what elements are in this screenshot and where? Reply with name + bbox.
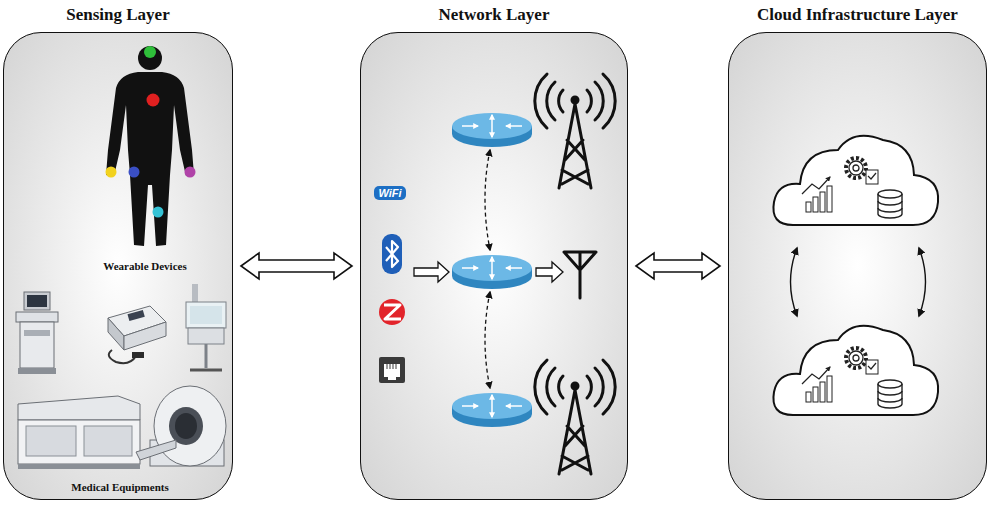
human-silhouette [106,46,196,246]
layer-heading: Cloud Infrastructure Layer [728,4,987,30]
panel-ground [360,32,628,500]
figure-caption-box: Medical Equipments [71,477,168,495]
zigbee-icon [379,299,405,325]
layer-heading: Network Layer [360,4,628,30]
sensor-dot [153,207,164,218]
layer-panel: Network Layer [360,4,628,500]
figure-caption: Wearable Devices [103,260,186,272]
panel-ground [728,32,987,500]
ultrasound-machine [16,292,58,374]
sensor-dot [129,167,140,178]
layer-panel: Sensing Layer [3,4,233,500]
dashed-link [485,150,490,250]
panel-ground [3,32,233,500]
sensor-dot [106,167,117,178]
double-block-arrow [241,253,352,279]
panel-outline [360,32,628,500]
sensor-dot [144,46,156,58]
router-icon [452,255,532,289]
hollow-arrow [536,262,563,282]
wifi-logo-box: WiFi [374,183,405,201]
sensor-dot [185,167,196,178]
layer-panel: Cloud Infrastructure Layer [728,4,987,500]
cloud-sync-arrow [791,248,798,316]
cloud-server [773,136,938,225]
cell-tower [535,360,615,474]
dashed-link [485,292,490,388]
lab-analyzer [18,396,140,469]
cloud-server [773,326,938,415]
router-icon [452,393,532,427]
figure-caption: Medical Equipments [71,481,168,493]
incubator [186,284,226,370]
antenna [564,252,596,298]
router-icon [452,113,532,147]
cell-tower [535,74,615,188]
figure-caption-box: Wearable Devices [103,256,186,274]
hollow-arrow [414,262,449,282]
sensor-dot [147,94,160,107]
mri-scanner [136,386,226,466]
ethernet-icon [379,357,405,383]
layer-heading: Sensing Layer [3,4,233,30]
wifi-logo: WiFi [374,186,405,200]
bluetooth-icon [382,234,402,274]
panel-outline [728,32,987,500]
double-block-arrow [636,253,720,279]
cloud-sync-arrow [919,248,926,316]
therapy-device [108,306,166,363]
